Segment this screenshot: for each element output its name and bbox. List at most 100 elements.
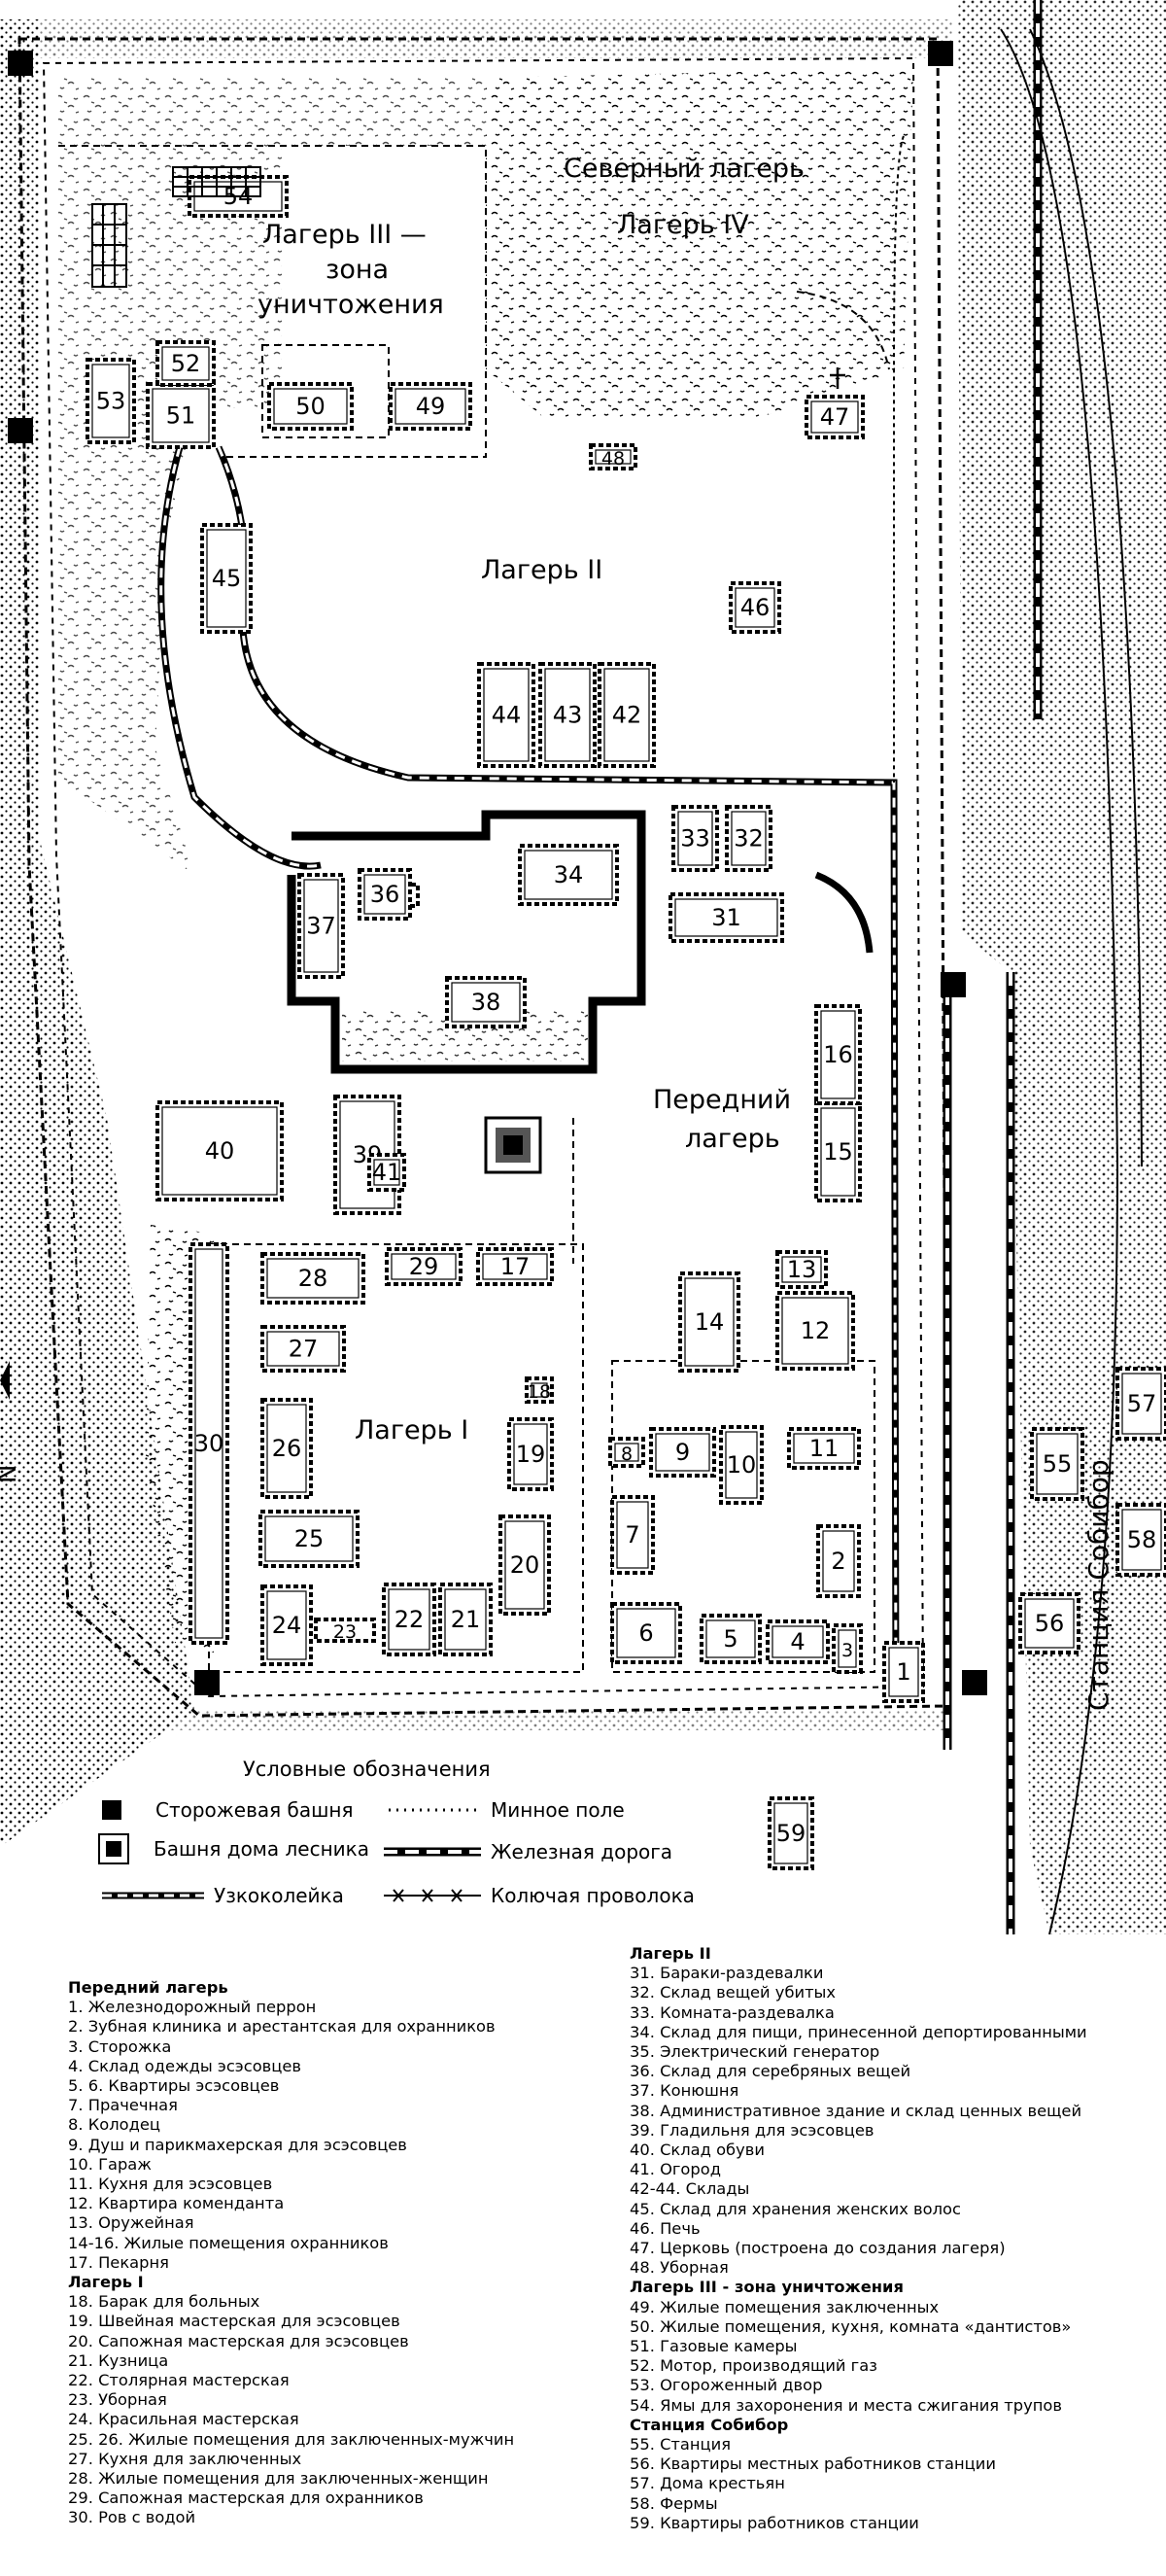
building-label: 17 xyxy=(500,1253,531,1280)
building-47: 47 xyxy=(805,395,865,439)
key-entry: 24. Красильная мастерская xyxy=(68,2410,299,2429)
building-label: 44 xyxy=(492,702,522,729)
building-21: 21 xyxy=(438,1583,493,1656)
building-45: 45 xyxy=(200,523,253,634)
building-31: 31 xyxy=(669,892,784,943)
key-entry: 9. Душ и парикмахерская для эсэсовцев xyxy=(68,2135,407,2154)
key-section-heading: Станция Собибор xyxy=(630,2415,789,2434)
building-22: 22 xyxy=(382,1583,436,1656)
building-label: 47 xyxy=(820,403,850,431)
key-entry: 22. Столярная мастерская xyxy=(68,2371,290,2390)
key-entry: 54. Ямы для захоронения и места сжигания… xyxy=(630,2395,1062,2415)
key-entry: 20. Сапожная мастерская для эсэсовцев xyxy=(68,2331,409,2350)
key-entry: 59. Квартиры работников станции xyxy=(630,2513,919,2532)
key-entry: 4. Склад одежды эсэсовцев xyxy=(68,2056,301,2075)
building-label: 7 xyxy=(625,1521,639,1549)
building-label: 25 xyxy=(294,1525,325,1552)
building-label: 52 xyxy=(171,350,201,377)
key-entry: 1. Железнодорожный перрон xyxy=(68,1998,317,2017)
building-label: 11 xyxy=(809,1435,840,1462)
building-label: 12 xyxy=(801,1317,831,1344)
building-14: 14 xyxy=(678,1271,740,1373)
building-30: 30 xyxy=(189,1242,229,1645)
key-entry: 46. Печь xyxy=(630,2218,701,2238)
key-entry: 14-16. Жилые помещения охранников xyxy=(68,2233,389,2252)
label-camp3-l1: Лагерь III — xyxy=(262,220,427,250)
key-section-heading: Лагерь II xyxy=(630,1944,711,1963)
label-station: Станция Собибор xyxy=(1082,1459,1115,1711)
building-label: 33 xyxy=(680,825,710,853)
building-label: 23 xyxy=(333,1621,357,1643)
building-32: 32 xyxy=(725,805,772,872)
key-entry: 41. Огород xyxy=(630,2160,721,2179)
building-label: 13 xyxy=(787,1256,817,1283)
key-entry: 53. Огороженный двор xyxy=(630,2376,823,2395)
key-entry: 27. Кухня для заключенных xyxy=(68,2449,302,2468)
key-entry: 31. Бараки-раздевалки xyxy=(630,1964,824,1983)
building-23: 23 xyxy=(314,1618,376,1643)
key-entry: 32. Склад вещей убитых xyxy=(630,1983,837,2002)
key-entry: 28. Жилые помещения для заключенных-женщ… xyxy=(68,2469,489,2489)
key-entry: 56. Квартиры местных работников станции xyxy=(630,2454,996,2474)
watchtower-se xyxy=(962,1670,987,1695)
building-label: 22 xyxy=(394,1606,425,1633)
key-section-heading: Лагерь III - зона уничтожения xyxy=(630,2278,904,2297)
building-24: 24 xyxy=(260,1584,313,1666)
building-57: 57 xyxy=(1115,1367,1166,1441)
building-40: 40 xyxy=(155,1100,284,1201)
key-entry: 39. Гладильня для эсэсовцев xyxy=(630,2120,874,2140)
building-label: 37 xyxy=(306,913,336,940)
building-label: 32 xyxy=(734,825,764,853)
label-camp1: Лагерь I xyxy=(355,1415,468,1445)
building-25: 25 xyxy=(258,1510,360,1568)
building-44: 44 xyxy=(477,662,535,768)
building-label: 21 xyxy=(451,1606,481,1633)
building-51: 51 xyxy=(146,382,216,449)
building-label: 26 xyxy=(272,1435,302,1462)
building-label: 20 xyxy=(510,1551,540,1579)
building-label: 40 xyxy=(205,1137,235,1165)
building-56: 56 xyxy=(1018,1592,1080,1654)
key-section-heading: Лагерь I xyxy=(68,2273,144,2292)
building-label: 19 xyxy=(516,1441,546,1468)
building-label: 58 xyxy=(1127,1526,1157,1553)
building-label: 59 xyxy=(776,1820,806,1847)
building-48: 48 xyxy=(589,443,637,470)
building-59: 59 xyxy=(768,1796,814,1870)
building-label: 51 xyxy=(166,402,196,430)
key-entry: 8. Колодец xyxy=(68,2115,160,2135)
key-entry: 17. Пекарня xyxy=(68,2252,169,2272)
key-entry: 36. Склад для серебряных вещей xyxy=(630,2062,911,2081)
building-10: 10 xyxy=(719,1425,764,1505)
building-label: 34 xyxy=(554,861,584,888)
key-entry: 51. Газовые камеры xyxy=(630,2337,798,2356)
building-label: 27 xyxy=(289,1336,319,1363)
building-53: 53 xyxy=(86,358,136,444)
key-entry: 34. Склад для пищи, принесенной депортир… xyxy=(630,2022,1087,2041)
key-entry: 35. Электрический генератор xyxy=(630,2042,880,2062)
key-entry: 33. Комната-раздевалка xyxy=(630,2002,835,2022)
building-43: 43 xyxy=(538,662,597,768)
building-55: 55 xyxy=(1030,1427,1084,1501)
building-label: 29 xyxy=(409,1253,439,1280)
key-entry: 23. Уборная xyxy=(68,2390,167,2410)
building-49: 49 xyxy=(389,382,472,431)
building-label: 41 xyxy=(372,1159,402,1186)
watchtower-e xyxy=(941,972,966,997)
building-label: 38 xyxy=(471,989,501,1016)
building-label: 24 xyxy=(272,1612,302,1639)
key-entry: 2. Зубная клиника и арестантская для охр… xyxy=(68,2017,496,2036)
building-label: 46 xyxy=(740,594,771,621)
building-26: 26 xyxy=(260,1398,313,1499)
building-52: 52 xyxy=(155,340,216,387)
building-18: 18 xyxy=(525,1376,554,1404)
minefield-zones xyxy=(0,0,1166,1934)
key-entry: 40. Склад обуви xyxy=(630,2141,765,2160)
building-label: 49 xyxy=(416,393,446,420)
building-12: 12 xyxy=(775,1291,855,1371)
building-34: 34 xyxy=(518,844,619,906)
building-label: 50 xyxy=(295,393,326,420)
